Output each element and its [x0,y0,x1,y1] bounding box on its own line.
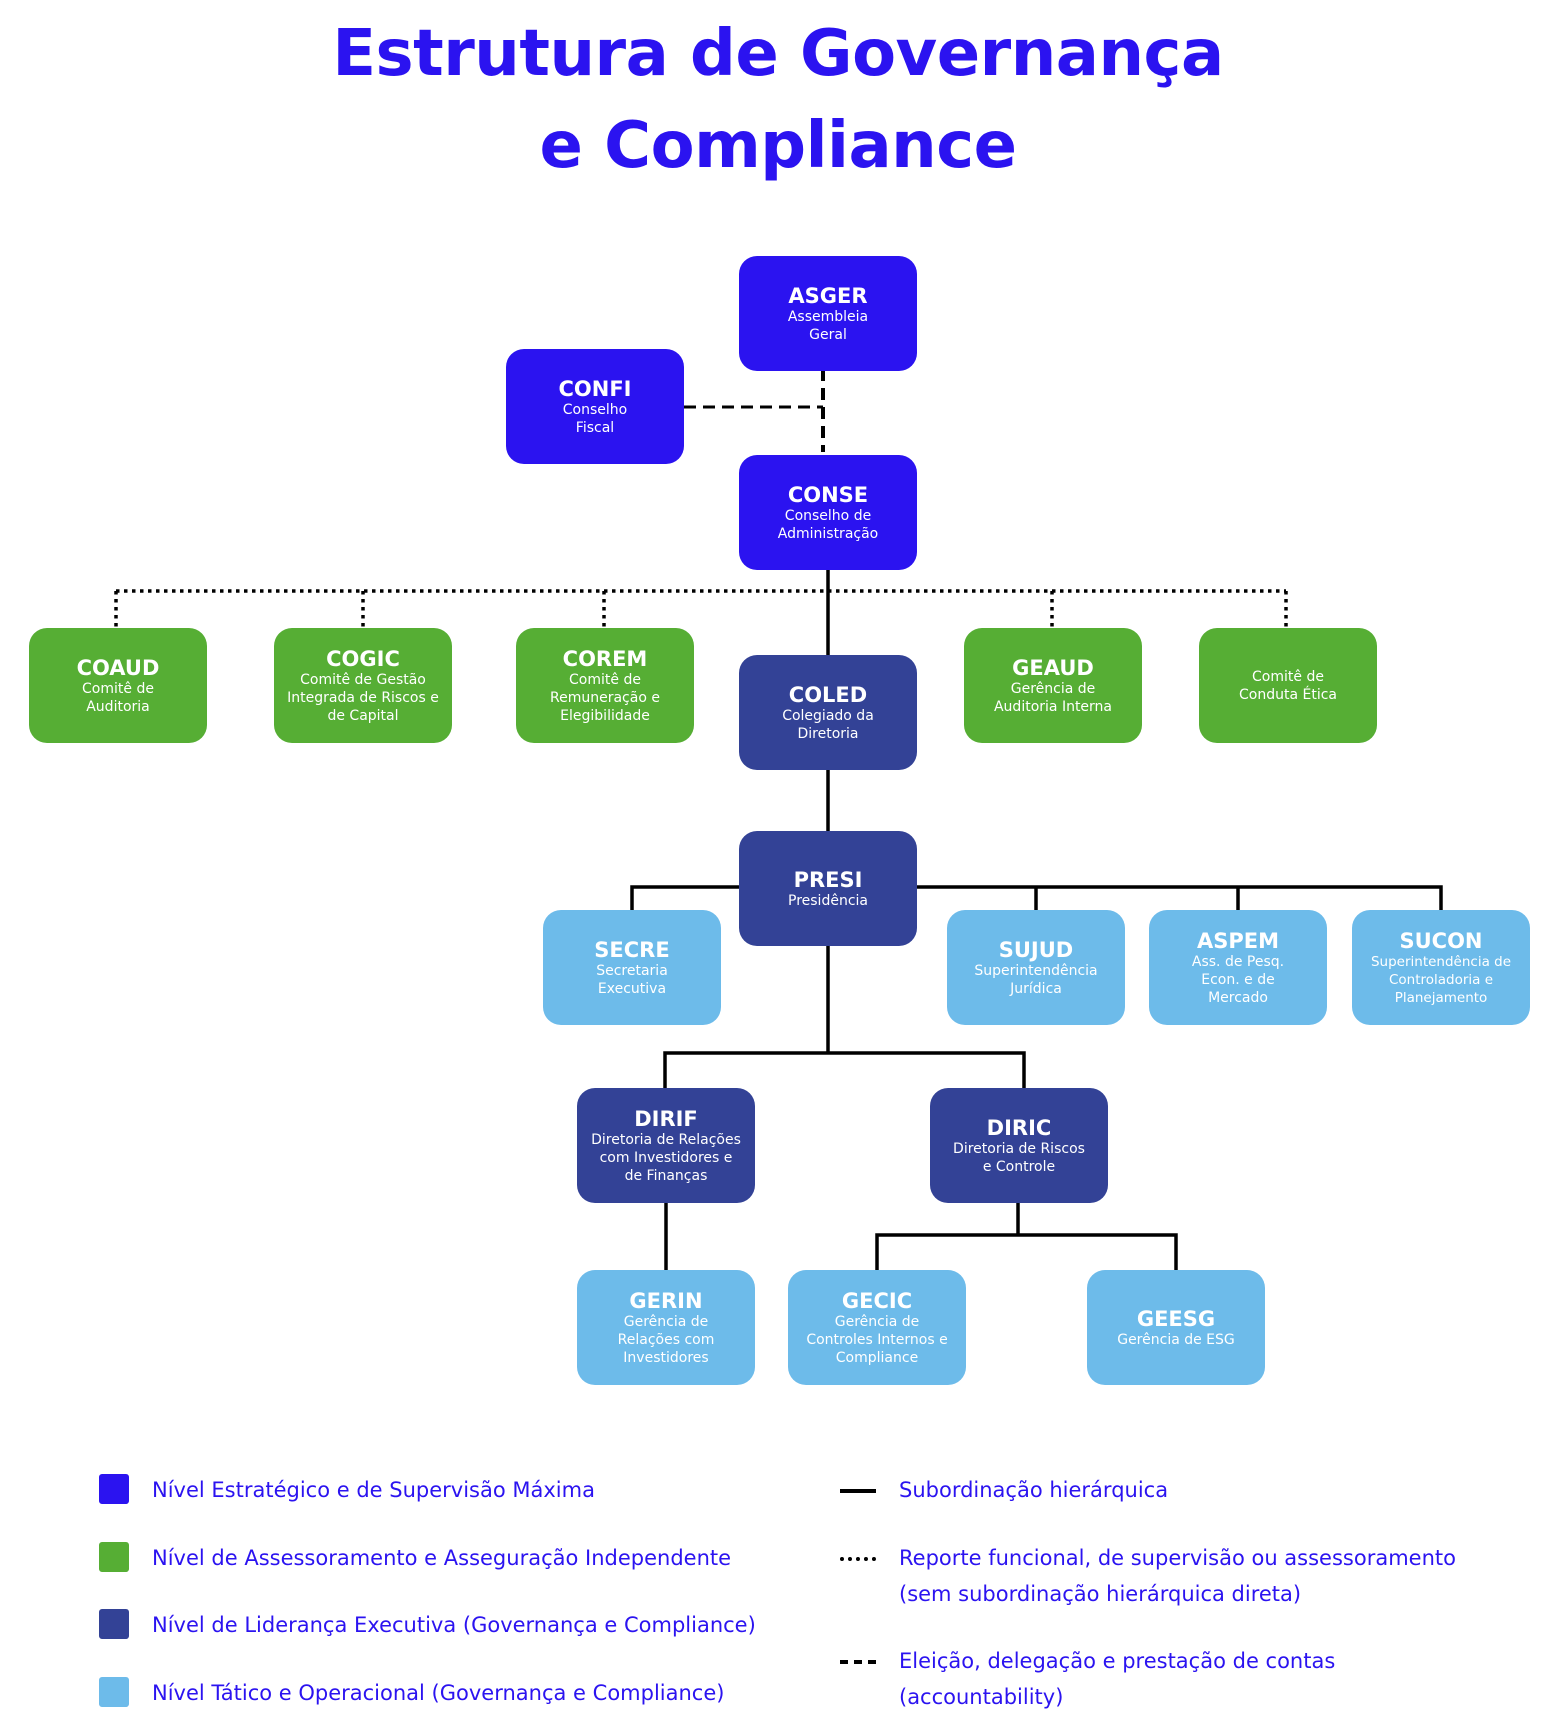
node-code: GEESG [1136,1306,1216,1331]
node-conse[interactable]: CONSE Conselho de Administração [739,455,917,570]
title-line-2: e Compliance [539,109,1017,183]
legend-item-advisory: Nível de Assessoramento e Asseguração In… [99,1540,731,1576]
node-gerin[interactable]: GERIN Gerência de Relações com Investido… [577,1270,755,1385]
node-sujud[interactable]: SUJUD Superintendência Jurídica [947,910,1125,1025]
node-code: COGIC [326,646,400,671]
node-presi[interactable]: PRESI Presidência [739,831,917,946]
node-secre[interactable]: SECRE Secretaria Executiva [543,910,721,1025]
node-desc: Secretaria Executiva [596,962,668,997]
legend-label: Eleição, delegação e prestação de contas… [899,1643,1335,1715]
node-desc: Gerência de Auditoria Interna [993,680,1113,715]
page-title: Estrutura de Governança e Compliance [0,8,1557,192]
node-code: COREM [562,646,648,671]
legend-label: Reporte funcional, de supervisão ou asse… [899,1540,1456,1612]
node-code: COAUD [76,655,160,680]
legend-swatch-icon [99,1609,129,1639]
node-comite-etica[interactable]: Comitê de Conduta Ética [1199,628,1377,743]
node-code: ASGER [788,283,868,308]
legend-item-solid: Subordinação hierárquica [840,1472,1168,1508]
legend-label-line2: (accountability) [899,1685,1064,1709]
legend-label-line1: Subordinação hierárquica [899,1478,1169,1502]
node-dirif[interactable]: DIRIF Diretoria de Relações com Investid… [577,1088,755,1203]
node-desc: Conselho Fiscal [562,401,628,436]
dotted-line-icon [840,1540,876,1576]
connector-presi-right-bus [916,885,1443,910]
node-code: DIRIC [986,1115,1052,1140]
legend-item-tactical: Nível Tático e Operacional (Governança e… [99,1675,724,1711]
node-desc: Comitê de Gestão Integrada de Riscos e d… [287,671,439,724]
legend-label-line2: (sem subordinação hierárquica direta) [899,1582,1302,1606]
legend-item-executive: Nível de Liderança Executiva (Governança… [99,1607,756,1643]
node-desc: Comitê de Conduta Ética [1239,668,1337,703]
legend-swatch-icon [99,1677,129,1707]
node-desc: Gerência de ESG [1117,1331,1235,1348]
legend-label: Nível Tático e Operacional (Governança e… [152,1681,725,1705]
node-code: SECRE [594,937,670,962]
node-corem[interactable]: COREM Comitê de Remuneração e Elegibilid… [516,628,694,743]
node-coaud[interactable]: COAUD Comitê de Auditoria [29,628,207,743]
node-gecic[interactable]: GECIC Gerência de Controles Internos e C… [788,1270,966,1385]
node-code: COLED [788,682,868,707]
node-geaud[interactable]: GEAUD Gerência de Auditoria Interna [964,628,1142,743]
legend-label: Nível de Liderança Executiva (Governança… [152,1613,756,1637]
dashed-line-icon [840,1643,876,1679]
legend-label: Nível de Assessoramento e Asseguração In… [152,1546,732,1570]
node-desc: Comitê de Remuneração e Elegibilidade [550,671,660,724]
legend-item-dashed: Eleição, delegação e prestação de contas… [840,1643,1335,1715]
node-desc: Superintendência de Controladoria e Plan… [1370,953,1512,1006]
node-geesg[interactable]: GEESG Gerência de ESG [1087,1270,1265,1385]
node-desc: Comitê de Auditoria [82,680,154,715]
node-code: SUJUD [998,937,1074,962]
node-code: SUCON [1399,928,1483,953]
legend-label: Subordinação hierárquica [899,1472,1168,1508]
connector-presi-secre [630,885,739,910]
node-desc: Gerência de Relações com Investidores [617,1313,715,1366]
node-coled[interactable]: COLED Colegiado da Diretoria [739,655,917,770]
node-aspem[interactable]: ASPEM Ass. de Pesq. Econ. e de Mercado [1149,910,1327,1025]
node-diric[interactable]: DIRIC Diretoria de Riscos e Controle [930,1088,1108,1203]
node-confi[interactable]: CONFI Conselho Fiscal [506,349,684,464]
node-desc: Superintendência Jurídica [974,962,1098,997]
node-desc: Diretoria de Riscos e Controle [953,1140,1085,1175]
connector-diric-managers [875,1203,1178,1270]
node-code: GERIN [629,1288,703,1313]
legend-label-line1: Eleição, delegação e prestação de contas [899,1649,1336,1673]
legend-label-line1: Reporte funcional, de supervisão ou asse… [899,1546,1456,1570]
node-code: GEAUD [1012,655,1094,680]
node-cogic[interactable]: COGIC Comitê de Gestão Integrada de Risc… [274,628,452,743]
legend-swatch-icon [99,1542,129,1572]
legend-item-dotted: Reporte funcional, de supervisão ou asse… [840,1540,1456,1612]
node-sucon[interactable]: SUCON Superintendência de Controladoria … [1352,910,1530,1025]
node-code: PRESI [793,867,863,892]
node-desc: Gerência de Controles Internos e Complia… [806,1313,948,1366]
title-line-1: Estrutura de Governança [332,17,1224,91]
node-desc: Diretoria de Relações com Investidores e… [591,1131,741,1184]
legend-label: Nível Estratégico e de Supervisão Máxima [152,1478,595,1502]
node-desc: Colegiado da Diretoria [782,707,874,742]
node-desc: Ass. de Pesq. Econ. e de Mercado [1191,953,1285,1006]
connector-presi-directors [663,944,1026,1088]
legend-swatch-icon [99,1474,129,1504]
legend-item-strategic: Nível Estratégico e de Supervisão Máxima [99,1472,595,1508]
node-desc: Presidência [788,892,868,909]
node-desc: Conselho de Administração [777,507,879,542]
solid-line-icon [840,1472,876,1508]
node-code: CONSE [787,482,869,507]
node-code: DIRIF [634,1106,698,1131]
node-code: GECIC [841,1288,913,1313]
node-asger[interactable]: ASGER Assembleia Geral [739,256,917,371]
node-code: ASPEM [1196,928,1279,953]
node-desc: Assembleia Geral [787,308,869,343]
node-code: CONFI [558,376,632,401]
